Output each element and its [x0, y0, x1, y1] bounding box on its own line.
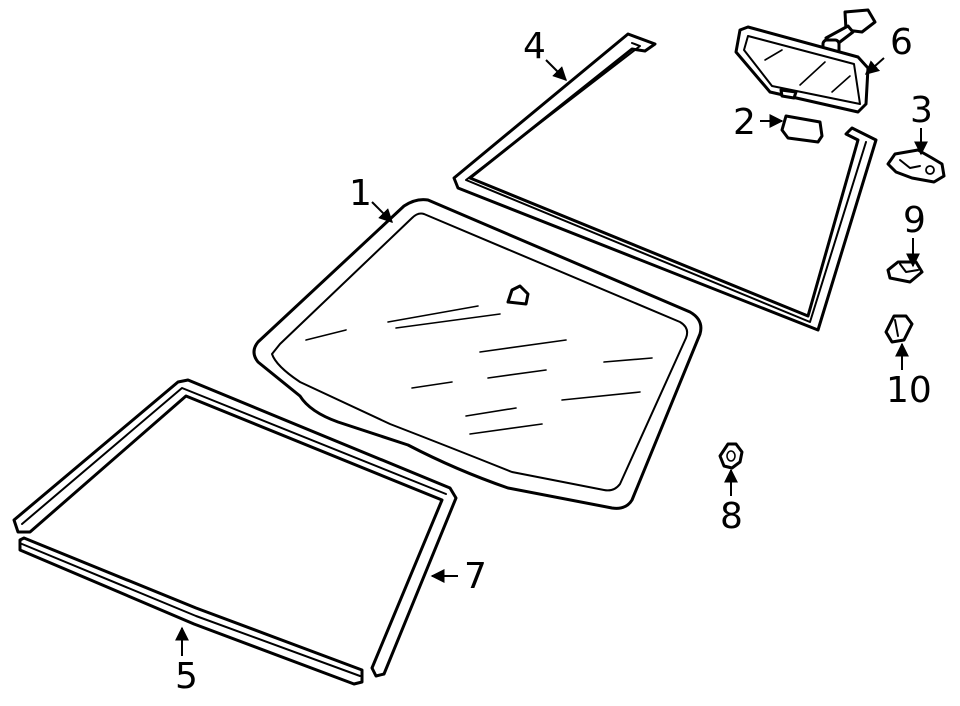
- callout-2: 2: [733, 102, 756, 143]
- callout-8: 8: [720, 496, 743, 537]
- callout-10: 10: [886, 370, 932, 411]
- leader-lines: [175, 57, 928, 656]
- callout-3: 3: [910, 90, 933, 131]
- mirror-cover: [780, 114, 824, 144]
- windshield-glass: [252, 198, 703, 510]
- clip: [886, 260, 924, 284]
- stopper: [884, 314, 914, 344]
- callout-5: 5: [175, 656, 198, 697]
- spacer: [718, 442, 744, 470]
- lower-molding: [18, 536, 364, 686]
- sensor-bracket: [886, 148, 946, 184]
- rear-view-mirror: [734, 8, 877, 114]
- callout-6: 6: [890, 22, 913, 63]
- callout-4: 4: [523, 26, 546, 67]
- callout-9: 9: [903, 200, 926, 241]
- side-molding: [12, 378, 458, 678]
- callout-1: 1: [349, 173, 372, 214]
- upper-molding: [452, 32, 878, 332]
- callout-7: 7: [464, 556, 487, 597]
